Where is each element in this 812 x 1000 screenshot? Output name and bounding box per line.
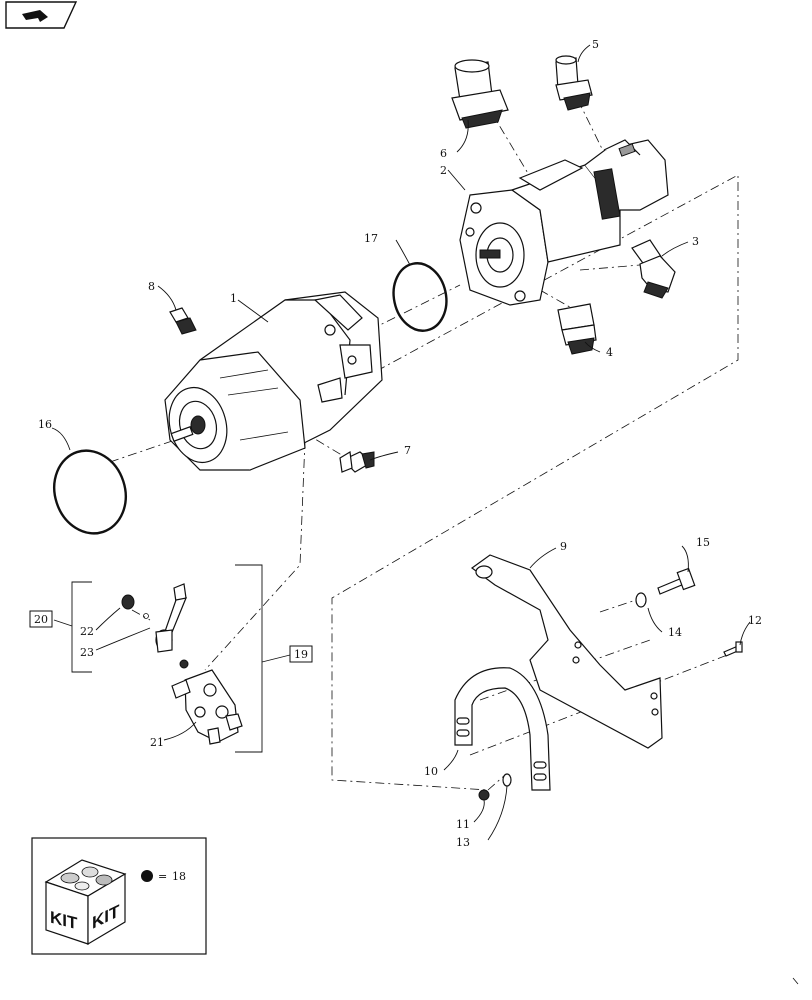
- callout-22: 22: [80, 625, 94, 638]
- callout-13: 13: [456, 836, 470, 849]
- o-ring-17: [392, 262, 448, 332]
- leader-lines: [51, 44, 751, 841]
- callout-21: 21: [150, 736, 164, 749]
- fitting-4: [557, 303, 597, 355]
- callout-15: 15: [696, 536, 710, 549]
- o-ring-16: [53, 449, 127, 535]
- callout-1: 1: [230, 292, 237, 305]
- callout-7: 7: [404, 444, 411, 457]
- svg-text:19: 19: [294, 648, 308, 661]
- callout-12: 12: [748, 614, 762, 627]
- callout-6: 6: [440, 147, 447, 160]
- elbow-fitting-7: [339, 451, 375, 473]
- washer-13: [502, 773, 512, 787]
- group-19-bracket: [235, 564, 263, 753]
- callout-2: 2: [440, 164, 447, 177]
- plug-8: [169, 307, 197, 335]
- hydraulic-motor-2: [459, 139, 669, 306]
- coupling-23: [155, 629, 189, 669]
- fitting-6: [451, 59, 509, 129]
- callout-11: 11: [456, 818, 470, 831]
- svg-text:20: 20: [34, 613, 48, 626]
- group-20-bracket: [71, 581, 92, 673]
- callout-23: 23: [80, 646, 94, 659]
- callout-3: 3: [692, 235, 699, 248]
- callout-5: 5: [592, 38, 599, 51]
- callout-17: 17: [364, 232, 378, 245]
- callout-8: 8: [148, 280, 155, 293]
- valve-assembly-21: [171, 669, 243, 745]
- kit-box-icon: KIT KIT: [44, 859, 127, 946]
- callout-labels: 1 2 3 4 5 6 7 8 9 10 11 12 13 14 15 16 1…: [38, 38, 762, 849]
- nut-22: [121, 594, 135, 610]
- next-page-arrow-icon[interactable]: [5, 1, 78, 29]
- callout-9: 9: [560, 540, 567, 553]
- mounting-bracket-9: [470, 554, 663, 749]
- callout-19-box: 19: [289, 645, 313, 663]
- screw-12: [723, 641, 743, 657]
- callout-10: 10: [424, 765, 438, 778]
- callout-4: 4: [606, 346, 613, 359]
- clamp-10: [454, 667, 551, 791]
- bolt-15: [657, 567, 696, 595]
- kit-legend: KIT KIT = 18: [31, 837, 207, 955]
- callout-20-box: 20: [29, 610, 53, 628]
- kit-equals: =: [158, 870, 167, 883]
- bullet-dot: [141, 870, 153, 882]
- elbow-fitting-3: [631, 239, 676, 299]
- nut-11: [478, 789, 490, 801]
- small-seal: [143, 613, 149, 619]
- callout-14: 14: [668, 626, 682, 639]
- callout-16: 16: [38, 418, 52, 431]
- hydraulic-pump-1: [164, 291, 383, 471]
- corner-mark: [792, 977, 799, 985]
- kit-item-18: 18: [172, 870, 186, 883]
- fitting-5: [555, 55, 593, 111]
- washer-14: [635, 592, 647, 608]
